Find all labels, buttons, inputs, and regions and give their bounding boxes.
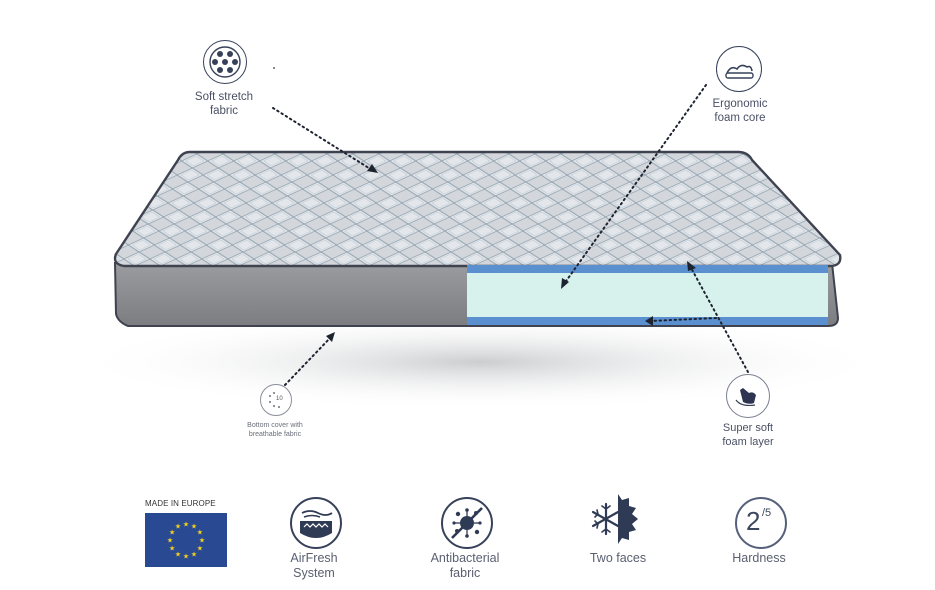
soft-stretch-label: Soft stretch fabric: [174, 90, 274, 118]
made-in-europe-label: MADE IN EUROPE: [145, 499, 216, 508]
hardness-scale: /5: [762, 507, 772, 519]
antibacterial-line2: fabric: [449, 566, 481, 580]
leader-ergonomic: [563, 84, 707, 285]
soft-stretch-line2: fabric: [209, 105, 239, 117]
hardness-icon: 2 /5: [735, 497, 787, 549]
eu-flag-icon: ★★★★★★★★★★★★: [145, 513, 227, 567]
airfresh-label: AirFresh System: [269, 551, 359, 581]
bottom-cover-line2: breathable fabric: [248, 431, 302, 438]
antibacterial-icon: [441, 497, 493, 549]
mattress-top: [113, 150, 842, 268]
eu-star: ★: [183, 553, 189, 561]
super-soft-line1: Super soft: [722, 422, 774, 434]
antibacterial-label: Antibacterial fabric: [415, 551, 515, 581]
mattress-illustration: [70, 67, 890, 410]
eu-star: ★: [169, 529, 175, 537]
eu-star: ★: [169, 545, 175, 553]
leader-super-soft-bottom: [649, 317, 717, 322]
snowflake-sun-icon: [589, 490, 647, 548]
leader-bottom-cover: [284, 335, 333, 386]
eu-star: ★: [167, 537, 173, 545]
quilt-dots-icon: [203, 40, 247, 84]
foam-core: [467, 273, 828, 317]
antibacterial-line1: Antibacterial: [430, 551, 500, 565]
bottom-cover-line1: Bottom cover with: [247, 422, 303, 429]
ergonomic-line1: Ergonomic: [712, 98, 768, 110]
eu-star: ★: [175, 550, 181, 558]
airfresh-line1: AirFresh: [290, 551, 338, 565]
eu-star: ★: [191, 550, 197, 558]
super-soft-line2: foam layer: [722, 436, 774, 448]
made-in-europe-badge: MADE IN EUROPE ★★★★★★★★★★★★: [145, 499, 229, 569]
eu-star: ★: [199, 537, 205, 545]
hardness-label: Hardness: [709, 551, 809, 566]
ergonomic-label: Ergonomic foam core: [690, 97, 790, 125]
eu-star: ★: [197, 529, 203, 537]
body-contour-icon: [716, 46, 762, 92]
airflow-icon: [290, 497, 342, 549]
bottom-cover-label: Bottom cover with breathable fabric: [225, 421, 325, 439]
eu-star: ★: [175, 523, 181, 531]
foam-layer-top: [467, 265, 828, 273]
two-faces-line1: Two faces: [589, 551, 647, 565]
eu-star: ★: [183, 521, 189, 529]
soft-foam-hand-icon: [726, 374, 770, 418]
hardness-value: 2: [746, 506, 761, 536]
breathable-icon-number: 10: [276, 396, 283, 402]
soft-stretch-line1: Soft stretch: [194, 91, 254, 103]
eu-star: ★: [191, 523, 197, 531]
breathable-dots-icon: 10: [260, 384, 292, 416]
eu-star: ★: [197, 545, 203, 553]
ergonomic-line2: foam core: [714, 112, 766, 124]
super-soft-label: Super soft foam layer: [698, 421, 798, 449]
leader-soft-stretch: [272, 107, 373, 171]
hardness-line1: Hardness: [732, 551, 786, 565]
two-faces-label: Two faces: [568, 551, 668, 566]
airfresh-line2: System: [293, 566, 335, 580]
leader-super-soft-top: [689, 265, 749, 373]
